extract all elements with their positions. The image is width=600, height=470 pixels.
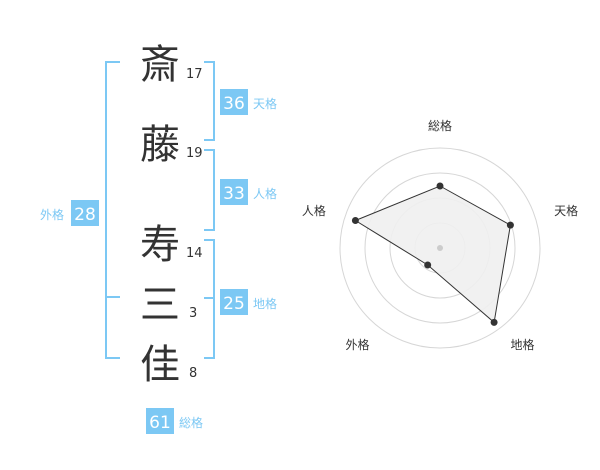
chikaku-badge-box [220,289,248,315]
gaikaku-label: 外格 [40,207,64,222]
surname-char-2: 藤 [140,122,180,168]
radar-point-3 [424,261,432,269]
radar-point-1 [506,221,514,229]
soukaku-badge: 61 総格 [146,408,203,434]
given-char-1-strokes: 14 [186,246,203,261]
tenkaku-value: 36 [223,94,245,114]
radar-ring-3 [364,172,516,324]
radar-points [351,182,514,326]
surname-char-2-strokes: 19 [186,146,203,161]
tenkaku-badge: 36 天格 [220,89,277,115]
tenkaku-bracket [204,61,215,141]
radar-ring-4 [339,147,541,349]
radar-point-2 [490,318,498,326]
radar-label-jinkaku: 人格 [302,203,326,218]
jinkaku-badge-box [220,179,248,205]
radar-center-dot [437,245,443,251]
gaikaku-value: 28 [74,205,96,225]
radar-point-4 [351,217,359,224]
fortune-radar-chart: 総格 天格 地格 外格 人格 [302,118,578,352]
radar-label-soukaku: 総格 [428,118,452,133]
gaikaku-badge-box [71,200,99,226]
soukaku-value: 61 [149,413,171,433]
surname-char-1: 斎 [140,42,180,88]
surname-char-1-strokes: 17 [186,67,203,82]
jinkaku-label: 人格 [253,186,277,201]
jinkaku-bracket [204,149,215,231]
radar-axis-labels: 総格 天格 地格 外格 人格 [302,118,578,352]
kakusu-brackets [105,61,215,359]
jinkaku-value: 33 [223,184,245,204]
given-char-2-strokes: 3 [189,306,197,321]
radar-point-0 [436,182,444,190]
radar-label-chikaku: 地格 [511,337,535,352]
name-characters: 斎 17 藤 19 寿 14 三 3 佳 8 [140,42,203,388]
chikaku-label: 地格 [253,296,277,311]
tenkaku-badge-box [220,89,248,115]
radar-label-tenkaku: 天格 [554,203,578,218]
chikaku-value: 25 [223,294,245,314]
given-char-3-strokes: 8 [189,366,197,381]
given-char-3: 佳 [140,342,180,388]
radar-label-gaikaku: 外格 [345,337,369,352]
soukaku-label: 総格 [179,415,203,430]
tenkaku-label: 天格 [253,96,277,111]
radar-series-polygon [354,185,511,324]
soukaku-badge-box [146,408,174,434]
gaikaku-badge: 外格 28 [40,200,99,226]
given-char-2: 三 [140,282,180,328]
chikaku-badge: 25 地格 [220,289,277,315]
given-char-1: 寿 [140,222,180,268]
jinkaku-badge: 33 人格 [220,179,277,205]
gaikaku-bracket [105,61,120,359]
